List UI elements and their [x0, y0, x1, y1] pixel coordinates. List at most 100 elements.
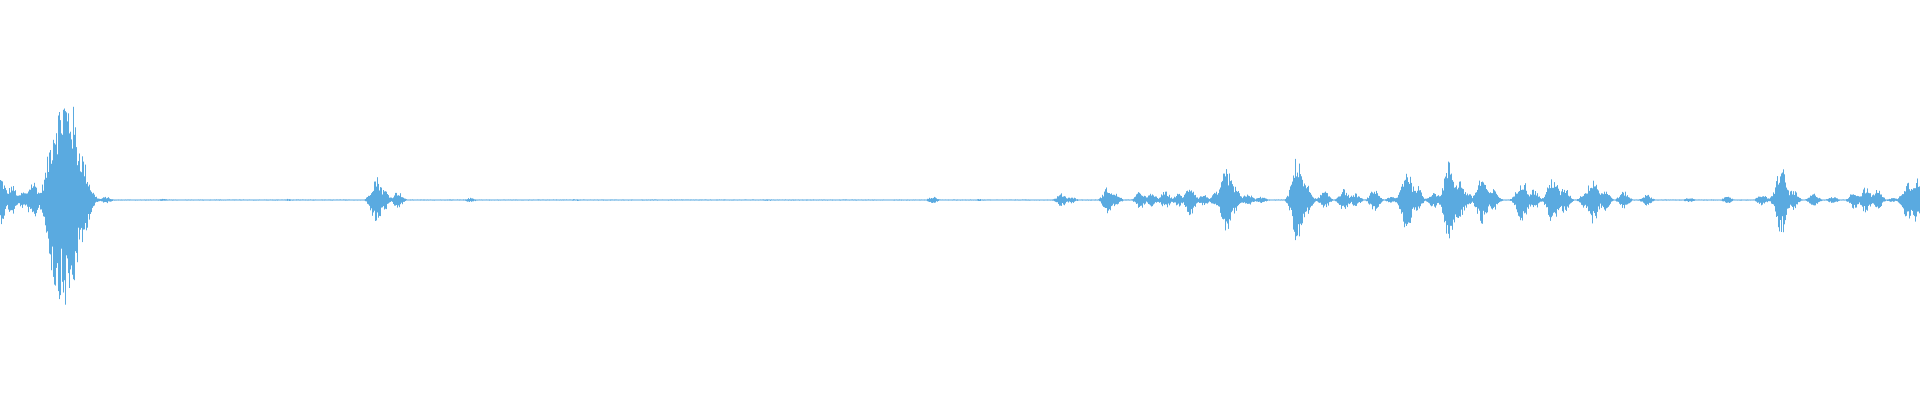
waveform-bar [1542, 198, 1543, 202]
waveform-bar [593, 199, 594, 201]
waveform-bar [621, 199, 622, 201]
waveform-bar [1463, 189, 1464, 207]
waveform-bar [295, 199, 296, 201]
waveform-bar [1804, 199, 1805, 201]
waveform-bar [319, 199, 320, 201]
waveform-bar [1369, 195, 1370, 205]
waveform-bar [1117, 196, 1118, 205]
waveform-bar [1283, 199, 1284, 201]
waveform-bar [989, 199, 990, 201]
waveform-bar [456, 199, 457, 201]
waveform-bar [1795, 191, 1796, 209]
waveform-bar [70, 131, 71, 270]
waveform-bar [156, 199, 157, 201]
waveform-bar [920, 199, 921, 201]
waveform-bar [1560, 195, 1561, 207]
waveform-bar [123, 199, 124, 201]
waveform-bar [1683, 199, 1684, 201]
waveform-bar [990, 199, 991, 201]
waveform-bar [1521, 190, 1522, 218]
waveform-bar [317, 199, 318, 201]
waveform-bar [1282, 199, 1283, 201]
waveform-bar [734, 199, 735, 201]
waveform-bar [911, 199, 912, 201]
waveform-bar [1746, 199, 1747, 201]
waveform-bar [505, 199, 506, 201]
waveform-bar [1347, 196, 1348, 208]
waveform-bar [987, 199, 988, 201]
waveform-bar [590, 199, 591, 201]
waveform-bar [867, 199, 868, 201]
waveform-bar [208, 199, 209, 201]
waveform-bar [494, 199, 495, 201]
waveform-bar [1516, 193, 1517, 210]
waveform-bar [1169, 194, 1170, 206]
waveform-bar [1238, 191, 1239, 206]
waveform-bar [1105, 189, 1106, 208]
waveform-bar [459, 199, 460, 201]
waveform-bar [1803, 199, 1804, 201]
waveform-bar [508, 199, 509, 201]
waveform-bar [1510, 199, 1511, 201]
waveform-bar [1716, 199, 1717, 201]
waveform-bar [1595, 186, 1596, 216]
waveform-bar [224, 199, 225, 201]
waveform-bar [988, 199, 989, 201]
waveform-bar [1338, 196, 1339, 204]
waveform-bar [482, 199, 483, 201]
waveform-bar [1606, 191, 1607, 209]
waveform-bar [184, 199, 185, 201]
waveform-bar [1417, 190, 1418, 211]
waveform-bar [1565, 193, 1566, 210]
waveform-bar [434, 199, 435, 201]
waveform-bar [1205, 195, 1206, 204]
waveform-bar [677, 199, 678, 201]
waveform-bar [1084, 199, 1085, 201]
waveform-bar [1551, 179, 1552, 218]
waveform-bar [1239, 193, 1240, 204]
waveform-bar [1252, 197, 1253, 202]
waveform-bar [607, 199, 608, 201]
waveform-bar [1433, 193, 1434, 204]
waveform-bar [1103, 196, 1104, 207]
waveform-bar [1452, 180, 1453, 230]
waveform-bar [237, 199, 238, 201]
waveform-bar [1638, 199, 1639, 201]
waveform-bar [138, 199, 139, 201]
waveform-bar [1360, 198, 1361, 203]
waveform-bar [1538, 196, 1539, 204]
waveform-bar [1035, 199, 1036, 201]
waveform-bar [1767, 198, 1768, 203]
waveform-bar [327, 199, 328, 201]
waveform-bar [433, 199, 434, 201]
waveform-bar [280, 199, 281, 201]
waveform-bar [825, 199, 826, 201]
waveform-bar [671, 199, 672, 201]
waveform-bar [483, 199, 484, 201]
waveform-bar [100, 199, 101, 201]
waveform-bar [1453, 181, 1454, 220]
waveform-bar [389, 197, 390, 203]
waveform-bar [1251, 195, 1252, 203]
waveform-bar [72, 148, 73, 275]
waveform-bar [119, 199, 120, 201]
waveform-bar [1277, 199, 1278, 201]
waveform-bar [967, 199, 968, 201]
waveform-bar [77, 165, 78, 263]
waveform-bar [1039, 199, 1040, 201]
waveform-bar [1547, 187, 1548, 208]
waveform-bar [1654, 199, 1655, 201]
waveform-bar [1879, 190, 1880, 208]
waveform-bar [1406, 173, 1407, 226]
waveform-bar [520, 199, 521, 201]
waveform-bar [1179, 193, 1180, 207]
waveform-bar [943, 199, 944, 201]
waveform-bar [1139, 192, 1140, 207]
waveform-bar [468, 198, 469, 202]
waveform-bar [1144, 195, 1145, 205]
waveform-bar [242, 199, 243, 201]
waveform-bar [824, 199, 825, 201]
waveform-bar [1621, 194, 1622, 204]
waveform-bar [996, 199, 997, 201]
